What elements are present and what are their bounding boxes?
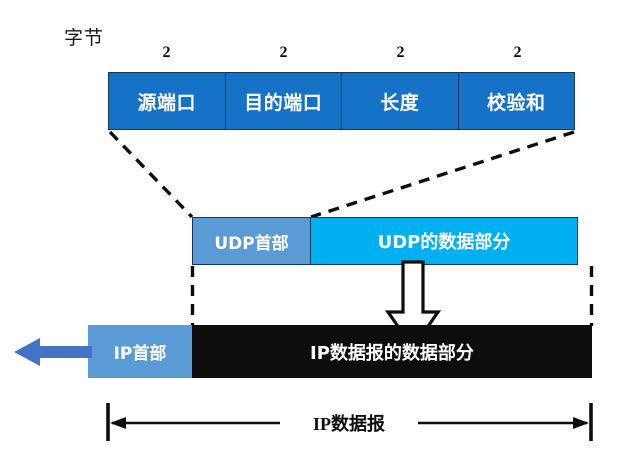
ip-datagram-row: IP首部 IP数据报的数据部分 xyxy=(88,325,592,378)
dimension-arrowhead-right xyxy=(573,417,589,429)
byte-unit-caption: 字节 xyxy=(64,27,105,49)
udp-field-destination-port: 目的端口 xyxy=(225,73,342,129)
udp-field-length: 长度 xyxy=(342,73,459,129)
byte-count-checksum: 2 xyxy=(513,44,522,61)
dashed-connector-right xyxy=(310,130,575,219)
byte-count-source-port: 2 xyxy=(162,44,171,61)
dimension-label: IP数据报 xyxy=(280,410,418,436)
udp-header-fields-row: 源端口 目的端口 长度 校验和 xyxy=(108,72,575,130)
dashed-connector-left xyxy=(108,130,194,219)
udp-data-block: UDP的数据部分 xyxy=(311,218,577,264)
transmit-direction-arrow xyxy=(14,338,92,366)
udp-header-block: UDP首部 xyxy=(193,218,311,264)
dimension-arrowhead-left xyxy=(110,417,126,429)
byte-count-dest-port: 2 xyxy=(279,44,288,61)
ip-header-block: IP首部 xyxy=(88,325,192,378)
udp-datagram-row: UDP首部 UDP的数据部分 xyxy=(192,217,578,265)
udp-field-source-port: 源端口 xyxy=(109,73,226,129)
udp-field-checksum: 校验和 xyxy=(458,73,574,129)
ip-data-block: IP数据报的数据部分 xyxy=(192,325,592,378)
byte-count-length: 2 xyxy=(396,44,405,61)
left-arrow-shape xyxy=(14,338,92,366)
